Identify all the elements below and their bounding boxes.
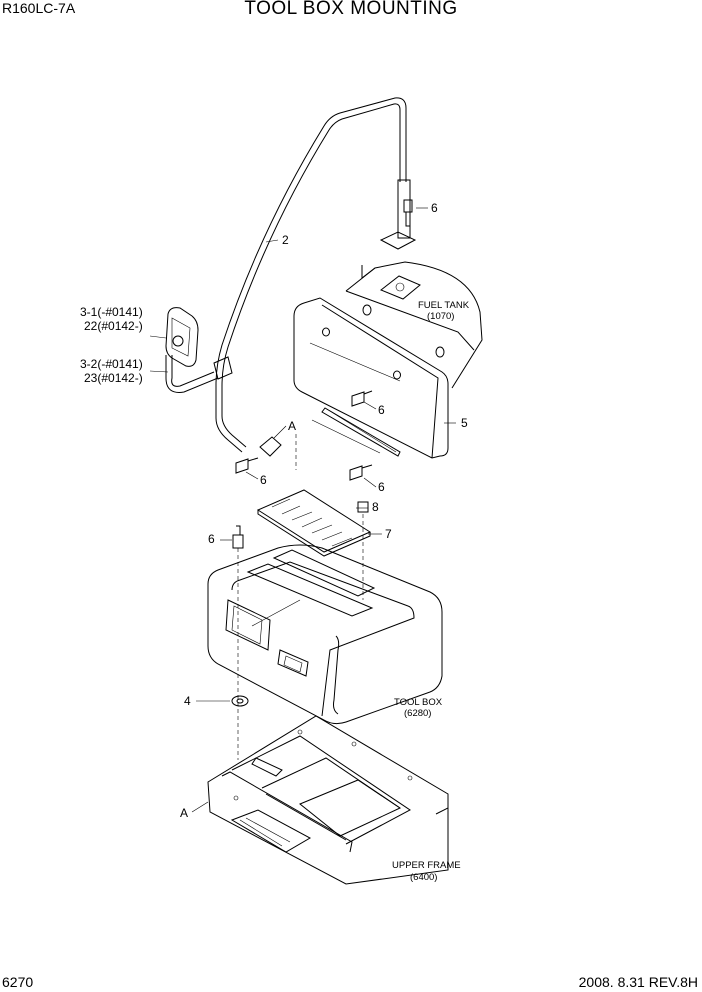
tool-box [207,544,443,725]
upper-frame-code: (6400) [410,872,437,883]
callout-7: 7 [385,527,392,541]
callout-2: 2 [282,233,289,247]
mirror-stay [165,97,417,457]
revision-date: 2008. 8.31 REV.8H [578,974,698,990]
step-plate [256,489,372,557]
callout-6: 6 [260,473,267,487]
callout-6: 6 [378,403,385,417]
callout-23: 23(#0142-) [84,371,143,385]
tool-box-label: TOOL BOX [394,697,443,708]
callout-a: A [180,806,188,820]
tool-box-code: (6280) [404,708,431,719]
fuel-tank [345,261,483,389]
callout-4: 4 [184,694,191,708]
page-number: 6270 [2,974,34,990]
callout-3-1: 3-1(-#0141) [80,305,143,319]
mirror [165,307,199,367]
callout-22: 22(#0142-) [84,319,143,333]
callout-6: 6 [431,201,438,215]
callout-a: A [288,419,296,433]
callout-6: 6 [208,532,215,546]
tank-cover [293,297,449,459]
washer [231,695,249,707]
leader-lines [149,207,456,813]
callout-5: 5 [461,416,468,430]
callout-6: 6 [378,480,385,494]
callout-8: 8 [372,500,379,514]
upper-frame-label: UPPER FRAME [392,860,461,871]
alignment-lines [237,434,364,760]
fuel-tank-label: FUEL TANK [418,300,470,311]
model-code: R160LC-7A [2,0,76,16]
callout-3-2: 3-2(-#0141) [80,357,143,371]
bolts [232,199,413,549]
page-title: TOOL BOX MOUNTING [244,0,458,19]
fuel-tank-code: (1070) [427,311,454,322]
upper-frame [207,715,449,885]
